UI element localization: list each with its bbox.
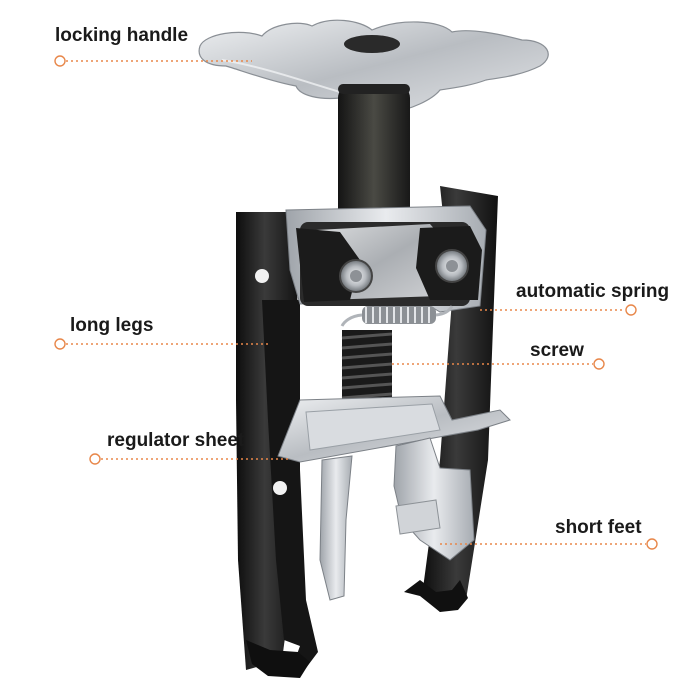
label-long-legs: long legs bbox=[70, 315, 154, 336]
frame-part bbox=[236, 186, 498, 678]
yoke-part bbox=[285, 205, 487, 313]
label-screw: screw bbox=[530, 340, 584, 361]
locking-handle-part bbox=[198, 19, 549, 113]
label-automatic-spring: automatic spring bbox=[516, 281, 670, 302]
label-locking-handle: locking handle bbox=[55, 25, 189, 46]
spring-part bbox=[340, 305, 454, 327]
label-short-feet: short feet bbox=[555, 517, 642, 538]
leader-lines bbox=[54, 55, 658, 550]
screw-part bbox=[341, 330, 393, 406]
shaft-part bbox=[338, 84, 410, 224]
label-regulator-sheet: regulator sheet bbox=[107, 430, 245, 451]
regulator-sheet-part bbox=[277, 395, 511, 601]
